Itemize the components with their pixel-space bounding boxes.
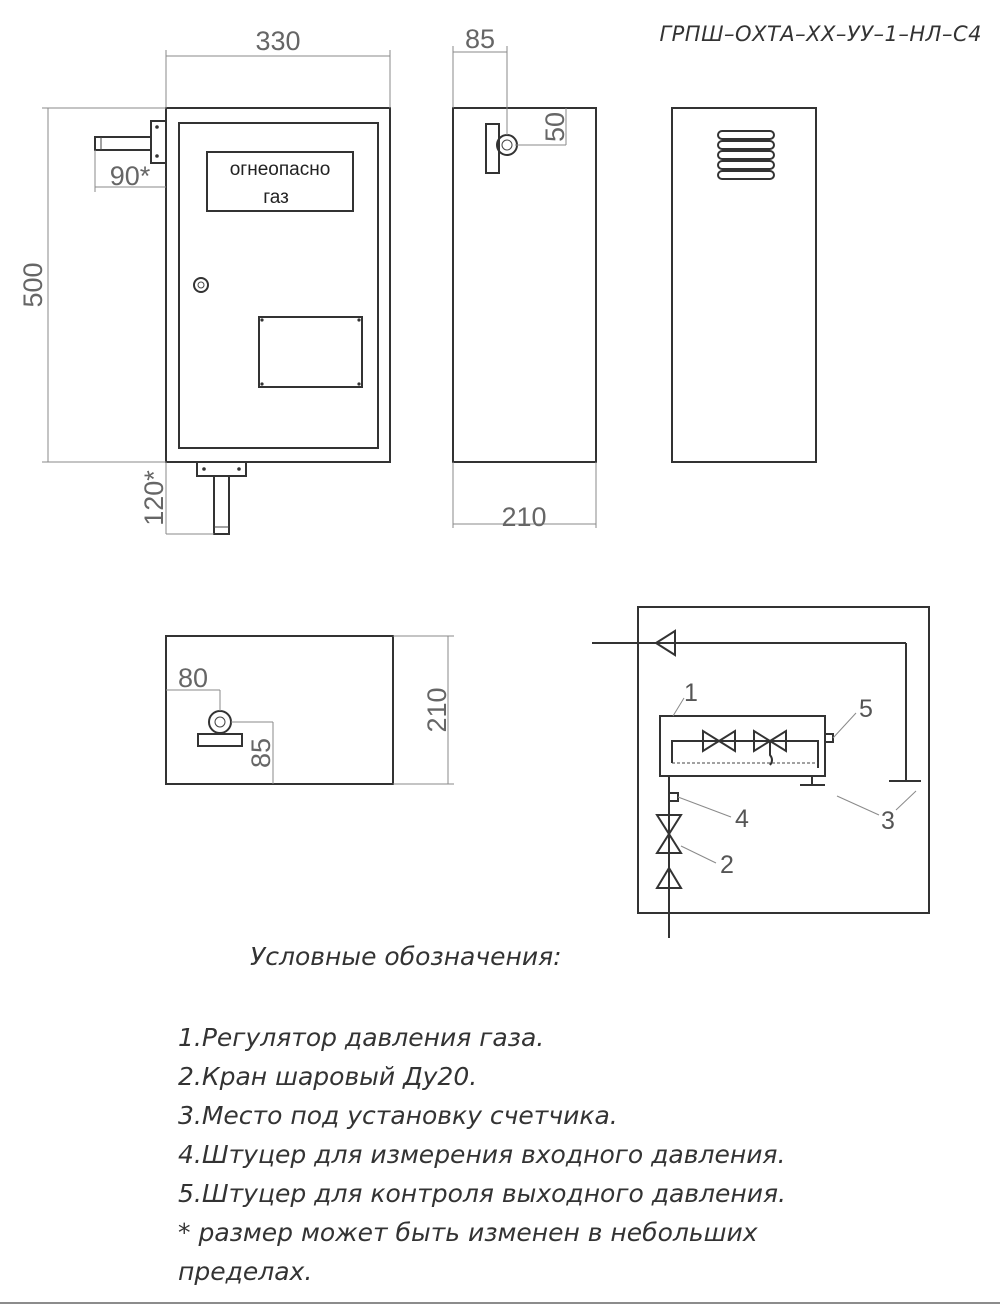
door-lock-core-icon: [197, 281, 205, 289]
outlet-arrow-icon: [654, 629, 676, 657]
top-pipe-icon: [208, 710, 232, 734]
legend-list: 1.Регулятор давления газа. 2.Кран шаровы…: [178, 1018, 978, 1291]
legend-item-3: 3.Место под установку счетчика.: [178, 1101, 618, 1130]
dim-inlet-offset-label: 90*: [110, 161, 151, 191]
dim-outlet-length-label: 120*: [139, 470, 169, 526]
side-cabinet-body: [452, 107, 597, 463]
legend-item-2: 2.Кран шаровый Ду20.: [178, 1062, 478, 1091]
rear-view: [671, 107, 817, 463]
front-cabinet-body: [165, 107, 391, 463]
top-view: 210 80 85: [165, 635, 454, 785]
side-dim-top-label: 85: [465, 24, 495, 54]
piping-scheme: 1 2 3 4 5: [592, 606, 930, 938]
legend-item-note: * размер может быть изменен в небольших …: [178, 1218, 758, 1286]
model-code: ГРПШ–ОХТА–ХХ–УУ–1–НЛ–С4: [659, 22, 982, 46]
sign-text-line1: огнеопасно: [230, 159, 331, 180]
vent-louvers-icon: [717, 130, 775, 180]
legend-item-1: 1.Регулятор давления газа.: [178, 1023, 545, 1052]
callout-2: 2: [720, 851, 734, 879]
legend-item-4: 4.Штуцер для измерения входного давления…: [178, 1140, 786, 1169]
side-dim-bottom-label: 210: [501, 502, 546, 532]
outlet-port-icon: [825, 733, 834, 743]
meter-window: [258, 316, 363, 388]
regulator-valve-2-icon: [753, 729, 772, 753]
side-flange: [485, 123, 500, 174]
top-dim-offset-label: 80: [178, 663, 208, 693]
dim-height-label: 500: [18, 262, 48, 307]
top-flange: [197, 733, 243, 747]
sign-text-line2: газ: [263, 187, 289, 208]
top-dim-depth-label: 85: [246, 738, 276, 768]
side-view: 85 50 210: [452, 24, 597, 532]
top-cabinet-body: [165, 635, 394, 785]
top-dim-side-label: 210: [422, 687, 452, 732]
outlet-pipe: [213, 475, 230, 535]
callout-1: 1: [684, 679, 698, 707]
ball-valve-icon: [655, 814, 683, 836]
inlet-port-icon: [669, 792, 679, 802]
inlet-pipe: [94, 136, 152, 151]
regulator-box: [659, 715, 826, 777]
legend-title: Условные обозначения:: [250, 942, 562, 971]
regulator-valve-1-icon: [702, 729, 721, 753]
callout-3: 3: [881, 807, 895, 835]
legend-item-5: 5.Штуцер для контроля выходного давления…: [178, 1179, 786, 1208]
rear-cabinet-body: [671, 107, 817, 463]
inlet-arrow-icon: [655, 866, 683, 889]
dim-width-label: 330: [255, 26, 300, 56]
scheme-frame: [637, 606, 930, 914]
front-view: огнеопасно газ 330 500: [18, 26, 391, 535]
callout-5: 5: [859, 695, 873, 723]
callout-4: 4: [735, 805, 749, 833]
warning-sign-plate: [206, 151, 354, 212]
door-lock-icon: [193, 277, 209, 293]
side-dim-pipe-label: 50: [540, 112, 570, 142]
front-cabinet-door: [178, 122, 379, 449]
